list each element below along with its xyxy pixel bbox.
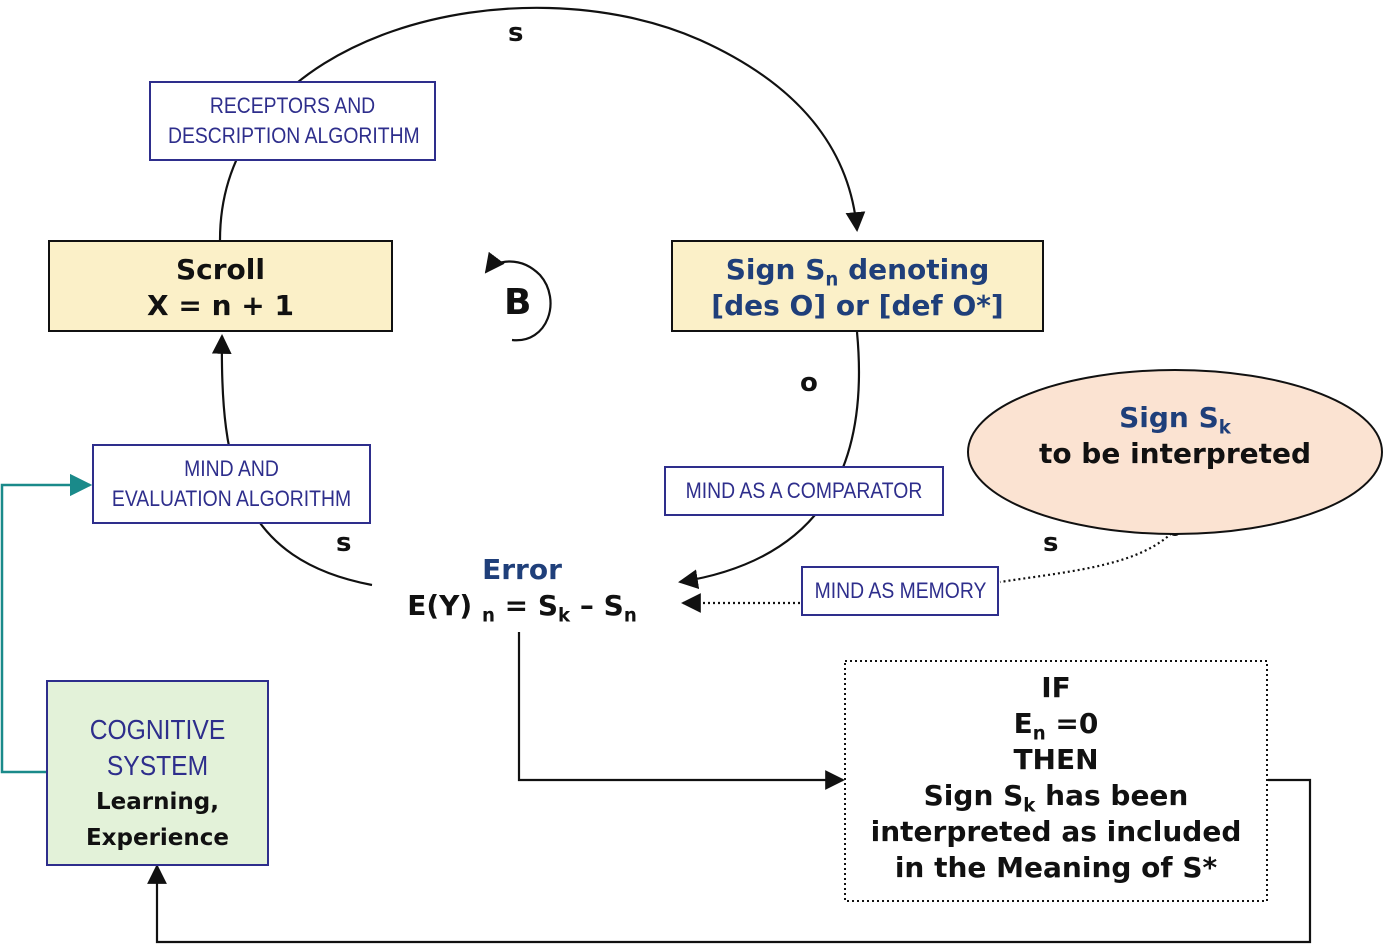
- flow-letter-top: s: [508, 18, 524, 48]
- mind-evaluation-box: MIND AND EVALUATION ALGORITHM: [92, 444, 371, 524]
- mind-memory-label: MIND AS MEMORY: [814, 578, 987, 603]
- cognitive-line-2: SYSTEM: [106, 750, 209, 781]
- error-eq-sub-n2: n: [623, 605, 637, 627]
- if-line-2-prefix: E: [1013, 707, 1033, 740]
- error-eq-left: E(Y): [407, 589, 473, 622]
- if-line-2-subscript: n: [1032, 723, 1046, 745]
- scroll-formula: X = n + 1: [147, 289, 294, 322]
- cognitive-line-1: COGNITIVE: [89, 714, 226, 745]
- mind-comparator-label: MIND AS A COMPARATOR: [685, 478, 923, 503]
- if-line-6: in the Meaning of S*: [894, 851, 1218, 884]
- if-then-box: IF En =0 THEN Sign Sk has been interpret…: [845, 670, 1267, 900]
- error-eq-mid: = S: [494, 589, 559, 622]
- error-eq-minus: – S: [570, 589, 624, 622]
- cognitive-line-3: Learning,: [96, 789, 219, 815]
- sign-sk-subscript: k: [1218, 417, 1231, 439]
- error-equation: E(Y) n = Sk – Sn: [374, 588, 670, 627]
- error-eq-sub-k: k: [558, 605, 571, 627]
- sign-sn-box: Sign Sn denoting [des O] or [def O*]: [671, 240, 1044, 332]
- sign-sk-prefix: Sign S: [1119, 401, 1219, 434]
- if-line-4-prefix: Sign S: [923, 779, 1024, 812]
- cognitive-line-4: Experience: [85, 825, 230, 851]
- receptors-line-2: DESCRIPTION ALGORITHM: [167, 123, 420, 148]
- cycle-rotation-arrow: [484, 251, 552, 342]
- error-to-if-arrow: [517, 632, 845, 790]
- memory-dotted-curve: [999, 529, 1176, 584]
- sign-sn-line-1: Sign Sn denoting: [673, 252, 1042, 291]
- if-line-4-subscript: k: [1023, 795, 1036, 817]
- if-to-cognitive-arrow: [147, 778, 1312, 944]
- sign-sn-suffix: denoting: [838, 253, 990, 286]
- mind-comparator-box: MIND AS A COMPARATOR: [664, 466, 944, 516]
- mind-memory-box: MIND AS MEMORY: [801, 566, 999, 616]
- flow-letter-right-middle: o: [800, 368, 818, 398]
- mind-evaluation-line-1: MIND AND: [184, 456, 279, 481]
- sign-sn-prefix: Sign S: [725, 253, 826, 286]
- flow-letter-right-lower: s: [1043, 528, 1059, 558]
- if-line-2-suffix: =0: [1045, 707, 1099, 740]
- scroll-box: Scroll X = n + 1: [48, 240, 393, 332]
- if-line-5: interpreted as included: [870, 815, 1242, 848]
- if-line-1: IF: [1041, 671, 1071, 704]
- error-eq-sub-n: n: [481, 605, 495, 627]
- sign-sn-line-2: [des O] or [def O*]: [711, 289, 1004, 322]
- mind-evaluation-line-2: EVALUATION ALGORITHM: [111, 486, 352, 511]
- if-line-2: En =0: [845, 706, 1267, 745]
- if-line-3: THEN: [1013, 743, 1099, 776]
- sign-sn-subscript: n: [825, 269, 839, 291]
- flow-letter-left-lower: s: [336, 528, 352, 558]
- sign-sk-line-2: to be interpreted: [1038, 437, 1312, 470]
- error-block: Error E(Y) n = Sk – Sn: [374, 552, 670, 632]
- cycle-label: B: [504, 282, 532, 323]
- cycle-arc-right: [678, 331, 861, 590]
- receptors-line-1: RECEPTORS AND: [209, 93, 376, 118]
- sign-sk-ellipse: Sign Sk to be interpreted: [968, 400, 1382, 480]
- cognitive-feedback-arrow: [0, 473, 93, 774]
- if-box-border: [844, 660, 1268, 902]
- scroll-title: Scroll: [175, 253, 265, 286]
- cognitive-system-box: COGNITIVE SYSTEM Learning, Experience: [46, 680, 269, 866]
- sign-sk-ellipse-shape: [967, 369, 1383, 535]
- sign-sk-line-1: Sign Sk: [968, 400, 1382, 439]
- receptors-box: RECEPTORS AND DESCRIPTION ALGORITHM: [149, 81, 436, 161]
- error-title: Error: [482, 553, 562, 586]
- if-line-4: Sign Sk has been: [845, 778, 1267, 817]
- if-line-4-suffix: has been: [1035, 779, 1189, 812]
